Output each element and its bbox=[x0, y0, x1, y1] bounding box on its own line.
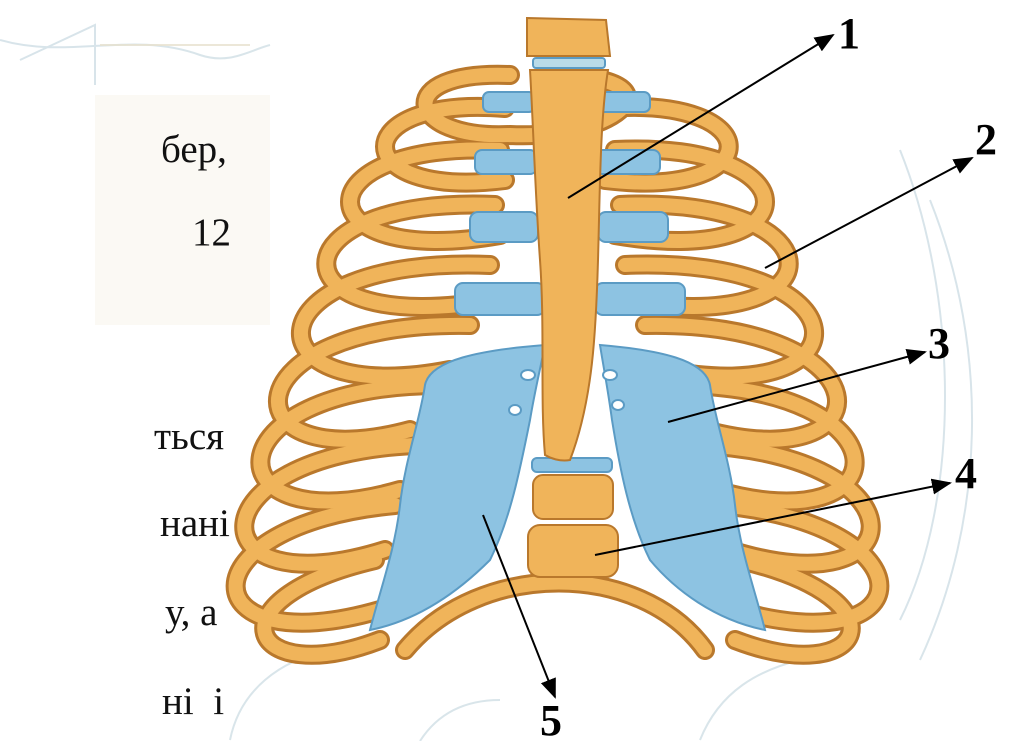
callout-4: 4 bbox=[955, 452, 977, 496]
callout-2: 2 bbox=[975, 118, 997, 162]
vertebrae bbox=[528, 475, 618, 577]
sternum bbox=[527, 18, 610, 461]
callout-1: 1 bbox=[838, 12, 860, 56]
callout-3: 3 bbox=[928, 322, 950, 366]
callout-5: 5 bbox=[540, 699, 562, 743]
